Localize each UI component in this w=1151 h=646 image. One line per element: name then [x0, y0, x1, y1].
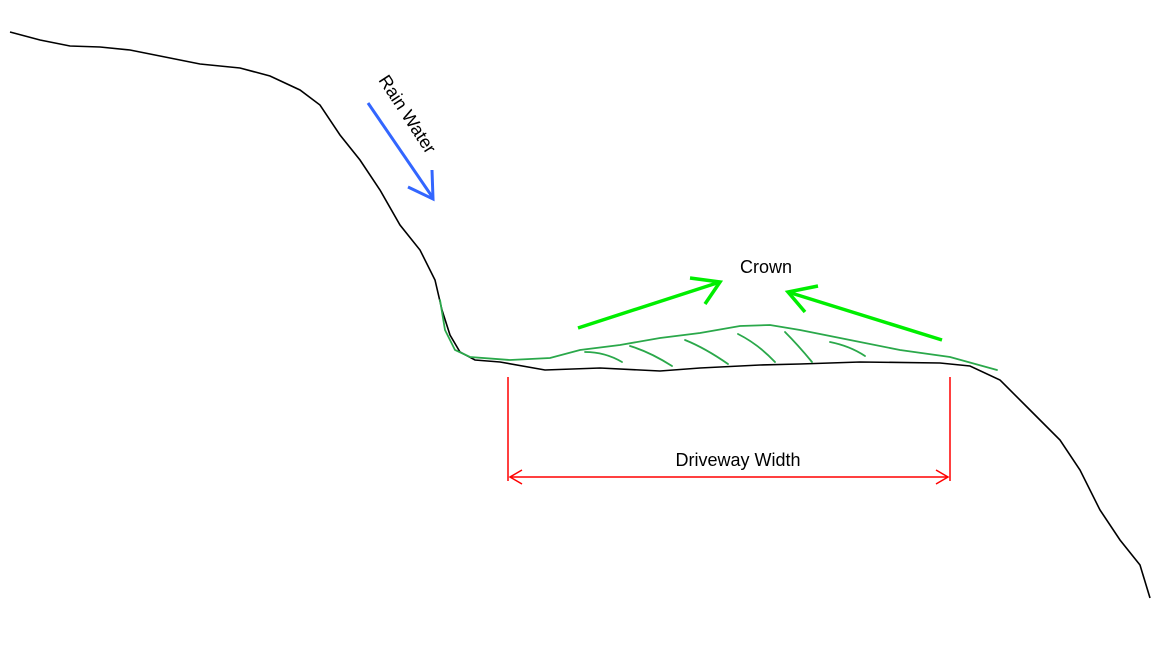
rain-water-label: Rain Water — [375, 71, 440, 157]
rain-water-arrow — [366, 102, 435, 202]
terrain-profile — [9, 31, 1151, 599]
crown-label: Crown — [740, 257, 792, 277]
driveway-width-label: Driveway Width — [675, 450, 800, 470]
gravel-crown — [439, 299, 998, 371]
crown-arrows — [577, 276, 943, 342]
driveway-width-dimension — [507, 377, 951, 485]
